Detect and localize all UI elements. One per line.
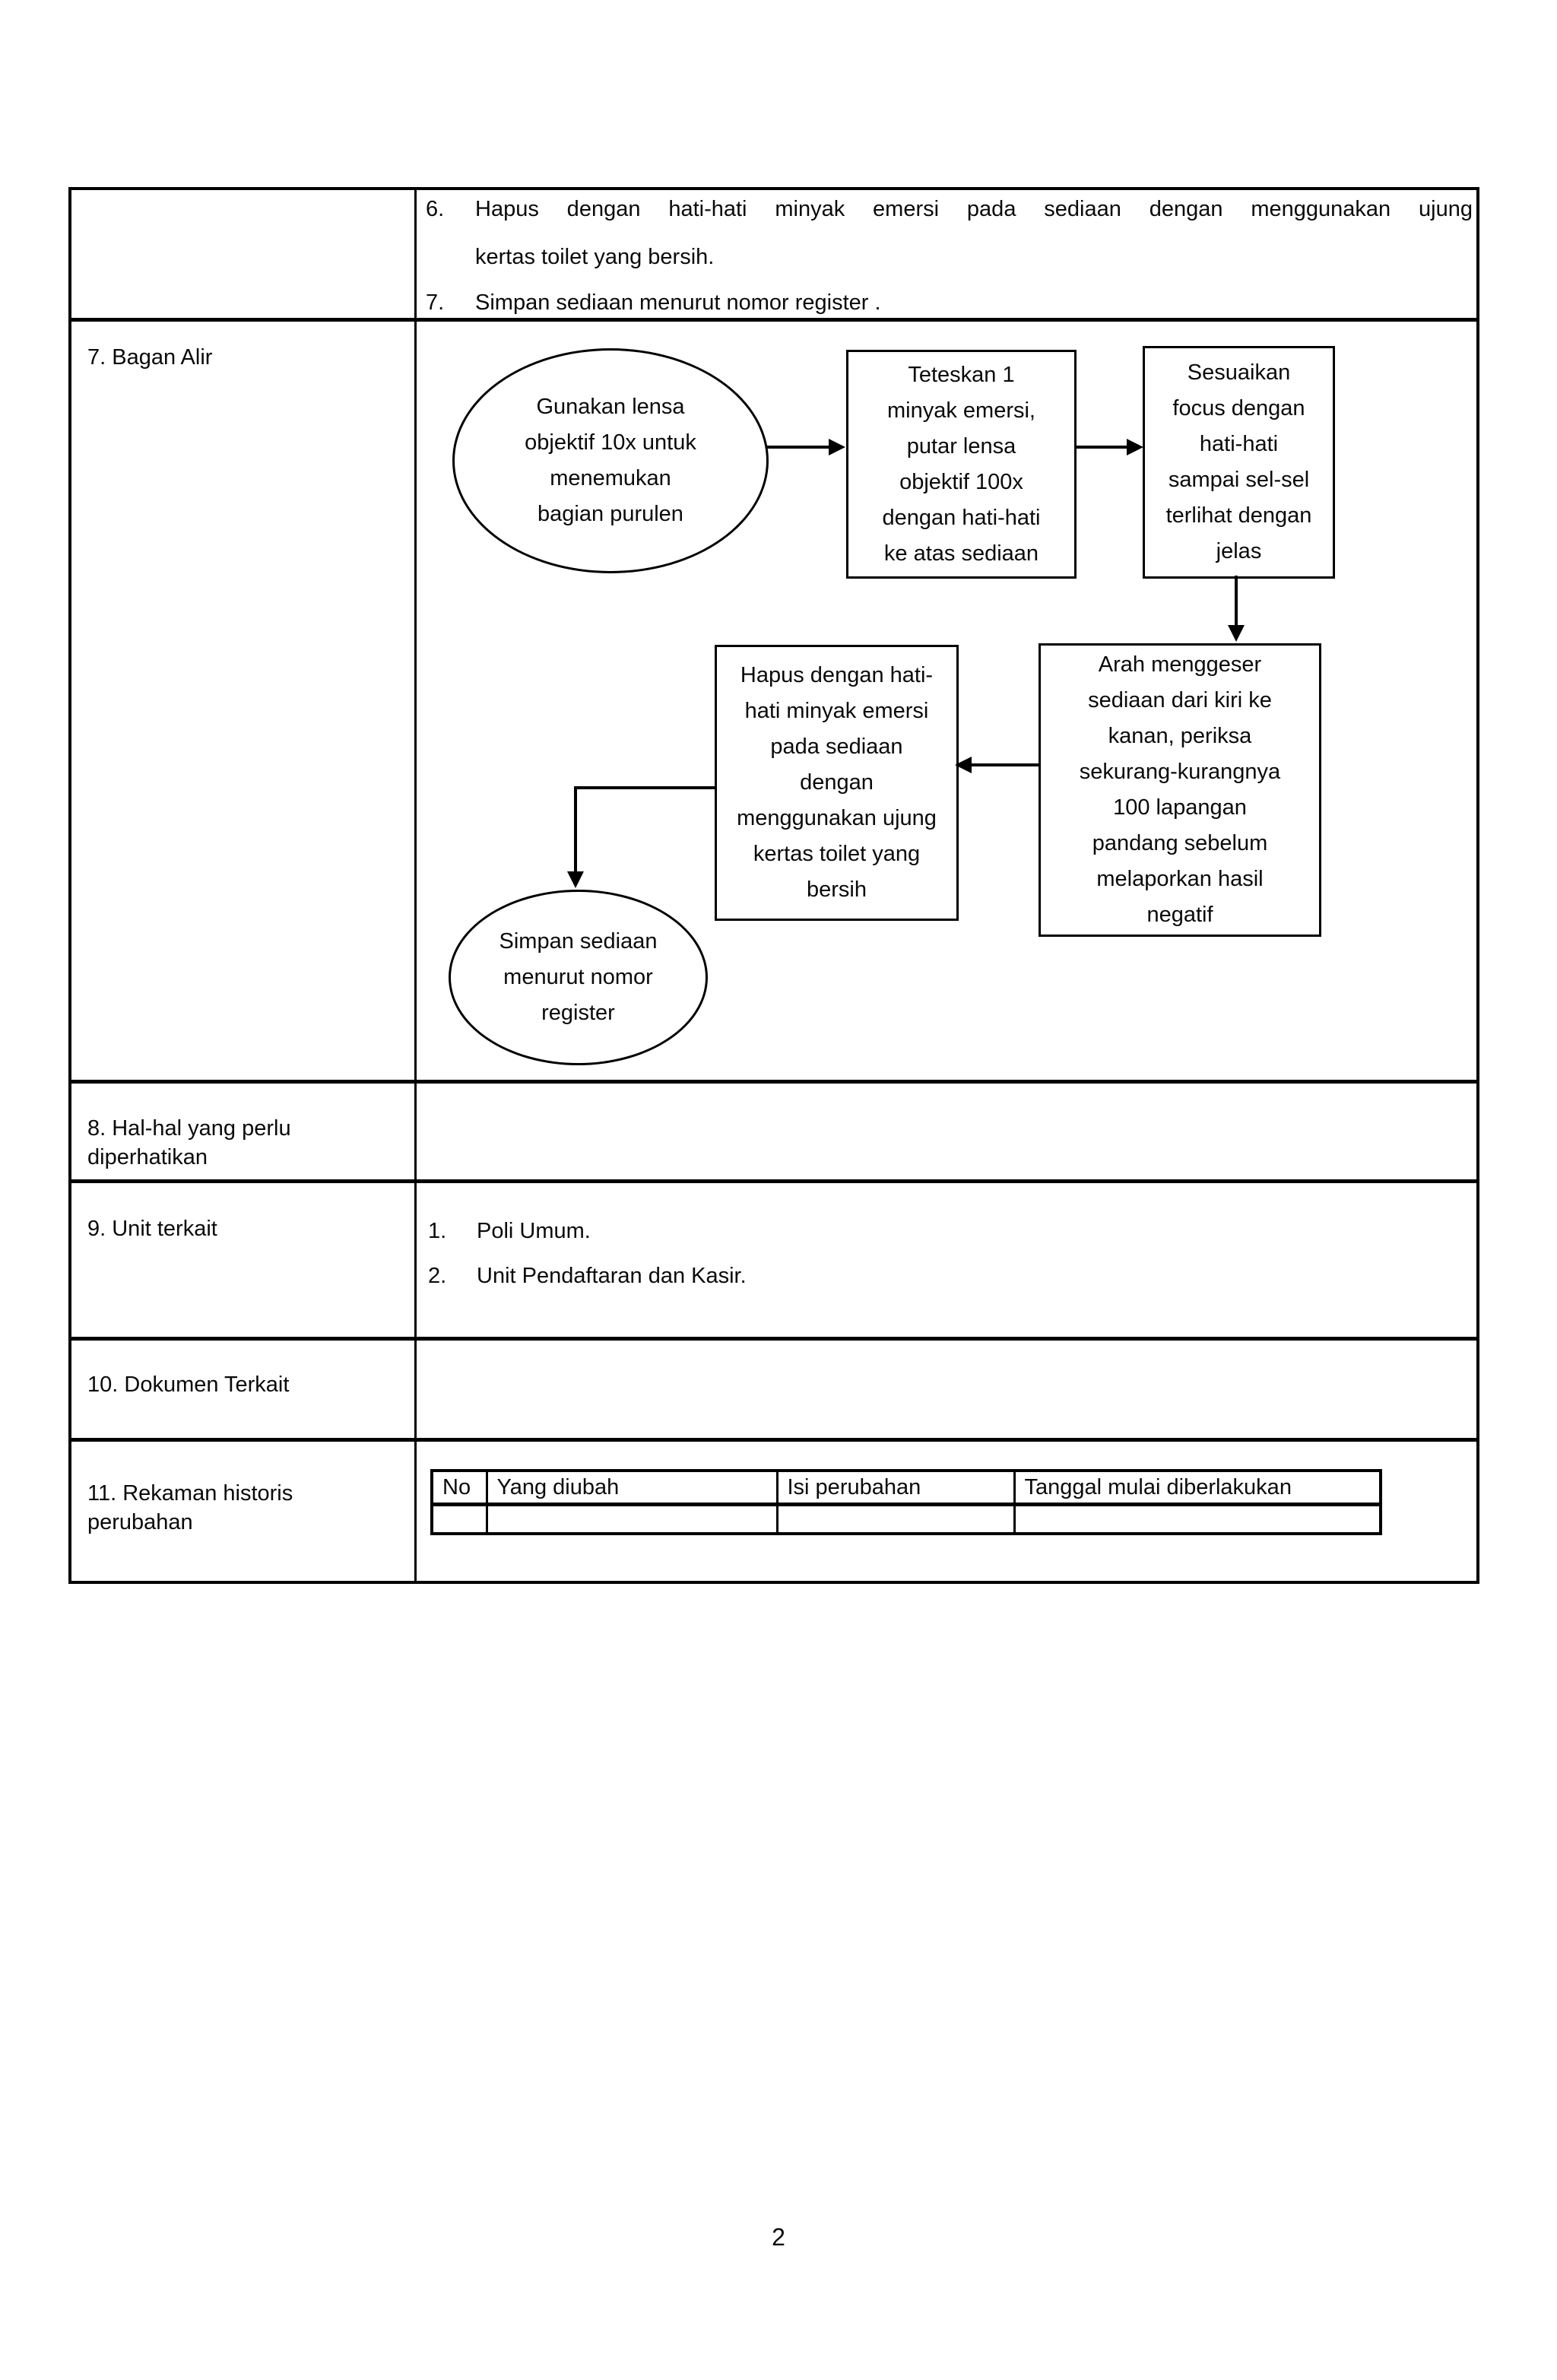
row-label-bagan-alir: 7. Bagan Alir bbox=[87, 345, 213, 370]
revision-header-tanggal: Tanggal mulai diberlakukan bbox=[1013, 1469, 1382, 1506]
procedure-item7-number: 7. bbox=[426, 290, 445, 315]
flowchart-end-ellipse: Simpan sediaan menurut nomor register bbox=[449, 890, 708, 1065]
sop-table-frame bbox=[68, 187, 1479, 1584]
connector-hapus-to-simpan-horizontal bbox=[574, 786, 715, 789]
row-divider-5 bbox=[68, 1438, 1479, 1442]
revision-cell-yang-diubah bbox=[485, 1503, 778, 1535]
revision-table-empty-row bbox=[430, 1503, 1382, 1535]
arrow-teteskan-to-sesuaikan-line bbox=[1075, 446, 1130, 449]
unit-terkait-item2-text: Unit Pendaftaran dan Kasir. bbox=[477, 1264, 747, 1288]
arrow-sesuaikan-to-arah-line bbox=[1235, 576, 1238, 627]
revision-cell-isi-perubahan bbox=[775, 1503, 1016, 1535]
page-number: 2 bbox=[772, 2223, 785, 2251]
unit-terkait-item1-number: 1. bbox=[428, 1219, 447, 1243]
revision-header-yang-diubah: Yang diubah bbox=[485, 1469, 778, 1506]
row-label-dokumen-terkait: 10. Dokumen Terkait bbox=[87, 1372, 290, 1397]
row-divider-4 bbox=[68, 1337, 1479, 1341]
flowchart-start-ellipse: Gunakan lensa objektif 10x untuk menemuk… bbox=[452, 348, 769, 573]
flowchart-step-sesuaikan-box: Sesuaikan focus dengan hati-hati sampai … bbox=[1143, 346, 1335, 579]
revision-header-isi-perubahan: Isi perubahan bbox=[775, 1469, 1016, 1506]
revision-history-table: No Yang diubah Isi perubahan Tanggal mul… bbox=[430, 1469, 1382, 1535]
procedure-item7-text: Simpan sediaan menurut nomor register . bbox=[475, 290, 881, 315]
arrow-start-to-teteskan-line bbox=[766, 446, 832, 449]
unit-terkait-item2-number: 2. bbox=[428, 1264, 447, 1288]
flowchart-step-teteskan-box: Teteskan 1 minyak emersi, putar lensa ob… bbox=[846, 350, 1077, 579]
revision-cell-no bbox=[430, 1503, 488, 1535]
row-label-unit-terkait: 9. Unit terkait bbox=[87, 1217, 217, 1241]
arrow-teteskan-to-sesuaikan-head-icon bbox=[1127, 439, 1143, 455]
arrow-start-to-teteskan-head-icon bbox=[829, 439, 845, 455]
row-divider-3 bbox=[68, 1179, 1479, 1183]
revision-table-header-row: No Yang diubah Isi perubahan Tanggal mul… bbox=[430, 1469, 1382, 1506]
table-column-divider bbox=[414, 187, 417, 1584]
connector-hapus-to-simpan-head-icon bbox=[567, 871, 584, 888]
row-divider-1 bbox=[68, 318, 1479, 322]
flowchart-step-hapus-box: Hapus dengan hati- hati minyak emersi pa… bbox=[715, 645, 959, 921]
procedure-item6-line2: kertas toilet yang bersih. bbox=[475, 245, 715, 269]
arrow-arah-to-hapus-line bbox=[970, 763, 1039, 766]
revision-cell-tanggal bbox=[1013, 1503, 1382, 1535]
arrow-arah-to-hapus-head-icon bbox=[955, 757, 972, 773]
connector-hapus-to-simpan-vertical bbox=[574, 786, 577, 873]
row-label-hal-hal: 8. Hal-hal yang perlu diperhatikan bbox=[87, 1116, 291, 1169]
procedure-item6-line1: Hapus dengan hati-hati minyak emersi pad… bbox=[475, 197, 1473, 221]
row-divider-2 bbox=[68, 1080, 1479, 1084]
row-label-rekaman-historis: 11. Rekaman historis perubahan bbox=[87, 1481, 293, 1534]
arrow-sesuaikan-to-arah-head-icon bbox=[1228, 625, 1245, 642]
unit-terkait-item1-text: Poli Umum. bbox=[477, 1219, 591, 1243]
flowchart-step-arah-box: Arah menggeser sediaan dari kiri ke kana… bbox=[1039, 643, 1321, 937]
revision-header-no: No bbox=[430, 1469, 488, 1506]
procedure-item6-number: 6. bbox=[426, 197, 445, 221]
